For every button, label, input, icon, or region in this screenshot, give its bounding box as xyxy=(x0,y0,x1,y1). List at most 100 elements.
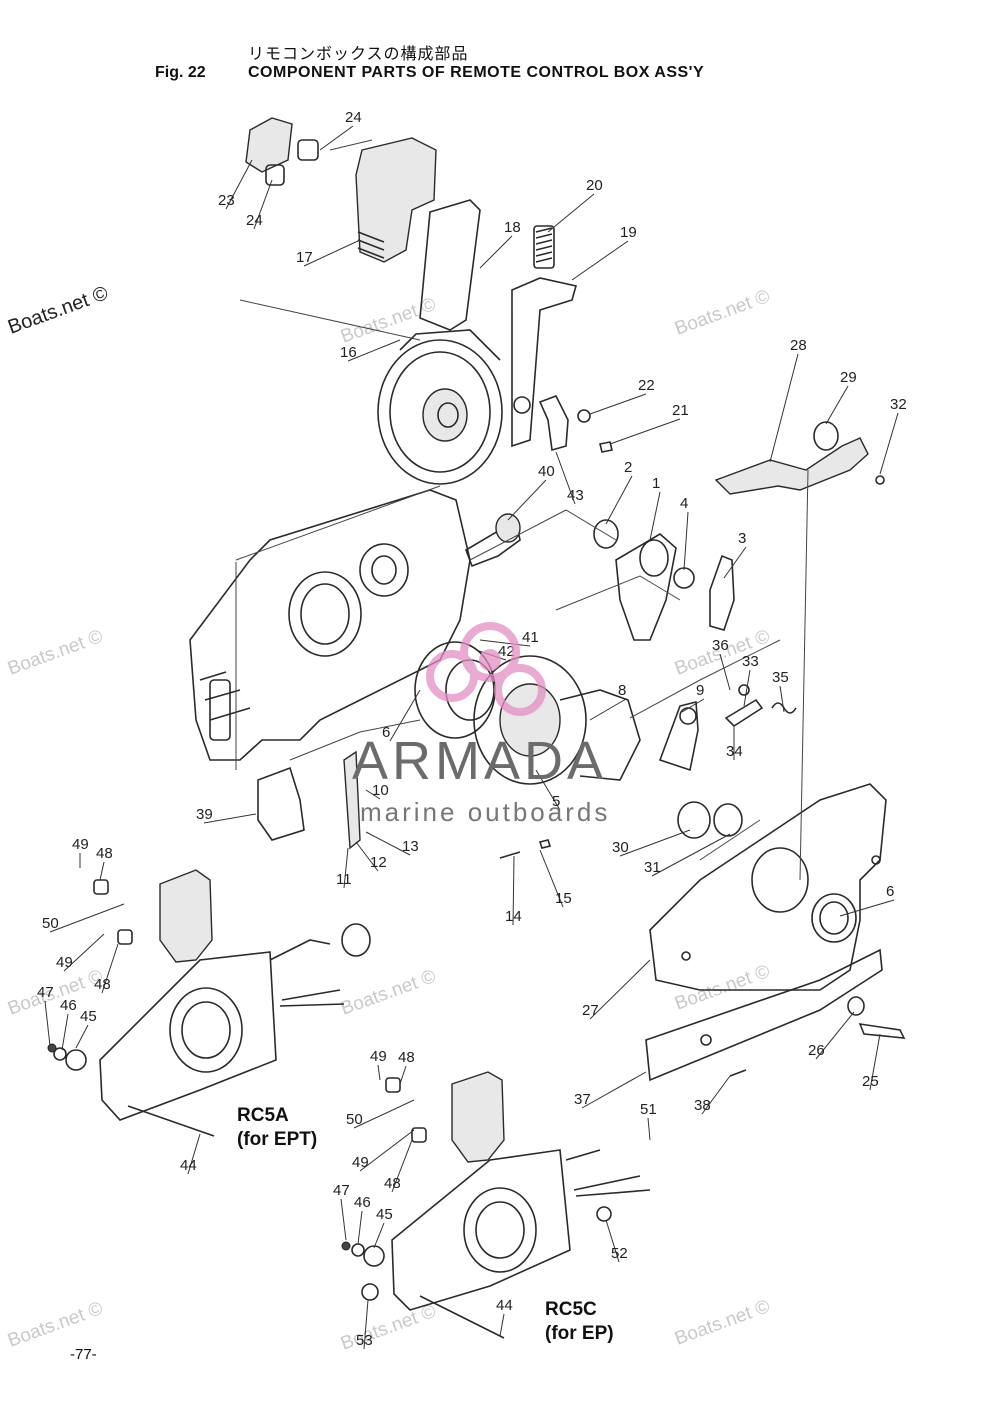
callout-label-33: 33 xyxy=(742,653,759,670)
callout-label-34: 34 xyxy=(726,743,743,760)
callout-leader-line xyxy=(357,1210,363,1245)
callout-label-50: 50 xyxy=(346,1111,363,1128)
callout-leader-line xyxy=(581,1071,647,1109)
callout-leader-line xyxy=(649,491,661,541)
callout-leader-line xyxy=(479,235,513,269)
figure-title: COMPONENT PARTS OF REMOTE CONTROL BOX AS… xyxy=(248,64,705,81)
callout-leader-line xyxy=(571,240,629,281)
callout-label-49: 49 xyxy=(352,1154,369,1171)
callout-leader-line xyxy=(605,475,633,525)
callout-leader-line xyxy=(101,943,119,994)
callout-leader-line xyxy=(353,1099,415,1129)
callout-leader-line xyxy=(589,393,647,415)
lever-arm-part xyxy=(377,199,503,485)
callout-label-26: 26 xyxy=(808,1042,825,1059)
callout-leader-line xyxy=(499,1313,505,1337)
callout-label-6: 6 xyxy=(886,883,894,900)
callout-label-48: 48 xyxy=(398,1049,415,1066)
callout-label-31: 31 xyxy=(644,859,661,876)
callout-label-24: 24 xyxy=(345,109,362,126)
rc5c-model-label: RC5C (for EP) xyxy=(545,1298,614,1346)
callout-leader-line xyxy=(75,1024,89,1049)
callout-label-46: 46 xyxy=(60,997,77,1014)
callout-leader-line xyxy=(303,239,361,267)
callout-leader-line xyxy=(589,959,651,1020)
callout-leader-line xyxy=(365,831,411,856)
callout-leader-line xyxy=(479,639,531,647)
callout-label-22: 22 xyxy=(638,377,655,394)
callout-label-49: 49 xyxy=(56,954,73,971)
callout-leader-line xyxy=(609,418,681,445)
callout-label-45: 45 xyxy=(376,1206,393,1223)
bolt-parts xyxy=(499,839,906,1077)
callout-label-48: 48 xyxy=(94,976,111,993)
callout-label-42: 42 xyxy=(498,643,515,660)
japanese-title: リモコンボックスの構成部品 xyxy=(248,44,469,63)
logo-tagline-text: marine outboards xyxy=(360,797,611,827)
callout-label-46: 46 xyxy=(354,1194,371,1211)
callout-label-48: 48 xyxy=(96,845,113,862)
callout-label-43: 43 xyxy=(567,487,584,504)
callout-label-29: 29 xyxy=(840,369,857,386)
callout-label-2: 2 xyxy=(624,459,632,476)
callout-label-47: 47 xyxy=(37,984,54,1001)
callout-leader-line xyxy=(769,353,799,463)
callout-label-53: 53 xyxy=(356,1332,373,1349)
callout-label-21: 21 xyxy=(672,402,689,419)
handle-knob-part xyxy=(245,117,319,186)
callout-leader-line xyxy=(619,829,691,857)
callout-label-49: 49 xyxy=(370,1048,387,1065)
callout-label-6: 6 xyxy=(382,724,390,741)
rc5a-desc: (for EPT) xyxy=(237,1129,318,1150)
callout-leader-line xyxy=(399,1065,407,1085)
callout-leader-line xyxy=(839,899,895,917)
callout-leader-line xyxy=(589,698,627,721)
shaft-part xyxy=(465,513,521,568)
callout-label-8: 8 xyxy=(618,682,626,699)
callout-leader-line xyxy=(389,689,421,742)
callout-leader-line xyxy=(723,546,747,579)
rc5a-remote-box-part xyxy=(47,869,371,1137)
callout-leader-line xyxy=(681,698,705,713)
rc5a-model-label: RC5A (for EPT) xyxy=(237,1104,317,1152)
callout-label-3: 3 xyxy=(738,530,746,547)
callout-leader-line xyxy=(365,789,381,800)
rc5c-remote-box-part xyxy=(341,1071,651,1339)
bottom-plate-part xyxy=(645,948,883,1082)
box-housing-part xyxy=(189,489,471,761)
callout-label-14: 14 xyxy=(505,908,522,925)
callout-leader-line xyxy=(651,833,731,877)
callout-leader-line xyxy=(44,1000,51,1047)
rc5c-desc: (for EP) xyxy=(545,1323,614,1344)
callout-leader-line xyxy=(512,855,515,926)
callout-leader-line xyxy=(187,1133,201,1175)
callout-leader-line xyxy=(343,847,349,889)
callout-label-10: 10 xyxy=(372,782,389,799)
figure-label: Fig. 22 xyxy=(155,64,206,81)
callout-label-20: 20 xyxy=(586,177,603,194)
callout-label-44: 44 xyxy=(180,1157,197,1174)
callout-label-11: 11 xyxy=(336,871,352,888)
callout-label-45: 45 xyxy=(80,1008,97,1025)
callout-leader-line xyxy=(225,159,253,210)
throttle-arm-part xyxy=(714,421,885,495)
spring-part xyxy=(533,225,555,269)
callout-leader-line xyxy=(203,813,257,824)
callout-leader-line xyxy=(391,1139,413,1193)
callout-label-13: 13 xyxy=(402,838,419,855)
callout-label-49: 49 xyxy=(72,836,89,853)
callout-label-41: 41 xyxy=(522,629,539,646)
callout-label-47: 47 xyxy=(333,1182,350,1199)
callout-leader-line xyxy=(555,451,576,505)
armada-logo-icon xyxy=(426,622,546,716)
callout-leader-line xyxy=(99,861,105,881)
detent-spring-part xyxy=(724,684,797,728)
callout-label-9: 9 xyxy=(696,682,704,699)
callout-leader-line xyxy=(61,1013,69,1051)
callout-leader-line xyxy=(363,1299,369,1350)
control-lever-part xyxy=(355,137,437,263)
callout-leader-line xyxy=(535,769,561,811)
callout-label-12: 12 xyxy=(370,854,387,871)
